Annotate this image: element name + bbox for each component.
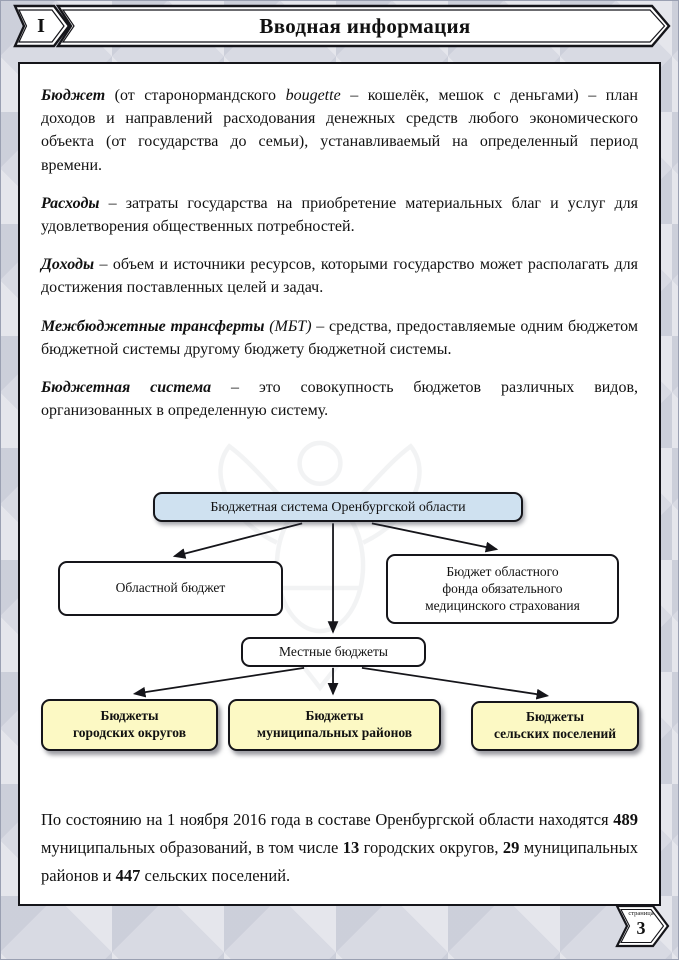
diagram-box-regional-budget: Областной бюджет [58, 561, 283, 617]
page-number: 3 [636, 918, 646, 938]
definition-text: – объем и источники ресурсов, которыми г… [41, 256, 638, 297]
note-text: муниципальных районов и [41, 838, 638, 886]
definition-expenses: Расходы – затраты государства на приобре… [41, 192, 638, 238]
diagram-box-medical-insurance-fund: Бюджет областного фонда обязательного ме… [386, 554, 619, 625]
page-indicator-shape [615, 904, 670, 948]
header: I Вводная информация [12, 4, 672, 48]
definition-transfers: Межбюджетные трансферты (МБТ) – средства… [41, 315, 638, 361]
definition-budget: Бюджет (от старонормандского bougette – … [41, 84, 638, 177]
statistics-note: По состоянию на 1 ноября 2016 года в сос… [41, 806, 638, 890]
diagram-box-budget-system: Бюджетная система Оренбургской области [153, 492, 523, 523]
note-text: городских округов, [359, 838, 503, 858]
page-indicator: страница 3 [615, 904, 671, 948]
diagram-box-municipal-district-budgets: Бюджеты муниципальных районов [228, 699, 441, 752]
definition-term: Бюджет [41, 87, 106, 104]
definition-term: Доходы [41, 256, 95, 274]
definition-text: – это совокупность бюджетов различных ви… [41, 378, 638, 420]
note-count-city: 13 [342, 838, 360, 858]
note-count-rural: 447 [115, 866, 141, 886]
diagram-box-local-budgets: Местные бюджеты [241, 637, 426, 668]
definition-abbr: (МБТ) [264, 317, 312, 335]
definition-text: (от старонормандского [105, 87, 286, 104]
definition-term: Бюджетная система [41, 378, 212, 396]
note-text: По состоянию на 1 ноября 2016 года в сос… [41, 810, 614, 830]
definition-term: Межбюджетные трансферты [41, 317, 265, 335]
diagram-box-city-district-budgets: Бюджеты городских округов [41, 699, 218, 752]
definition-text: – кошелёк, мешок с деньгами) – план дохо… [41, 87, 638, 174]
note-count-municipal: 29 [502, 838, 520, 858]
page-title: Вводная информация [259, 13, 471, 38]
diagram-arrows [132, 522, 550, 700]
definition-system: Бюджетная система – это совокупность бюд… [41, 376, 638, 422]
note-count-total: 489 [613, 810, 638, 830]
page-indicator-label: страница [628, 910, 654, 917]
header-banner-shape [13, 4, 671, 48]
note-text: муниципальных образований, в том числе [41, 838, 343, 858]
definition-foreign-word: bougette [285, 87, 341, 104]
section-number: I [37, 14, 45, 37]
definition-term: Расходы [41, 194, 100, 212]
definition-text: – затраты государства на приобретение ма… [41, 194, 638, 235]
content-panel: Бюджет (от старонормандского bougette – … [18, 62, 661, 906]
definition-incomes: Доходы – объем и источники ресурсов, кот… [41, 253, 638, 299]
note-text: сельских поселений. [140, 866, 291, 886]
budget-system-diagram: Бюджетная система Оренбургской области О… [41, 492, 639, 754]
diagram-box-rural-settlement-budgets: Бюджеты сельских поселений [471, 701, 639, 752]
definition-text: – средства, предоставляемые одним бюджет… [41, 317, 638, 358]
